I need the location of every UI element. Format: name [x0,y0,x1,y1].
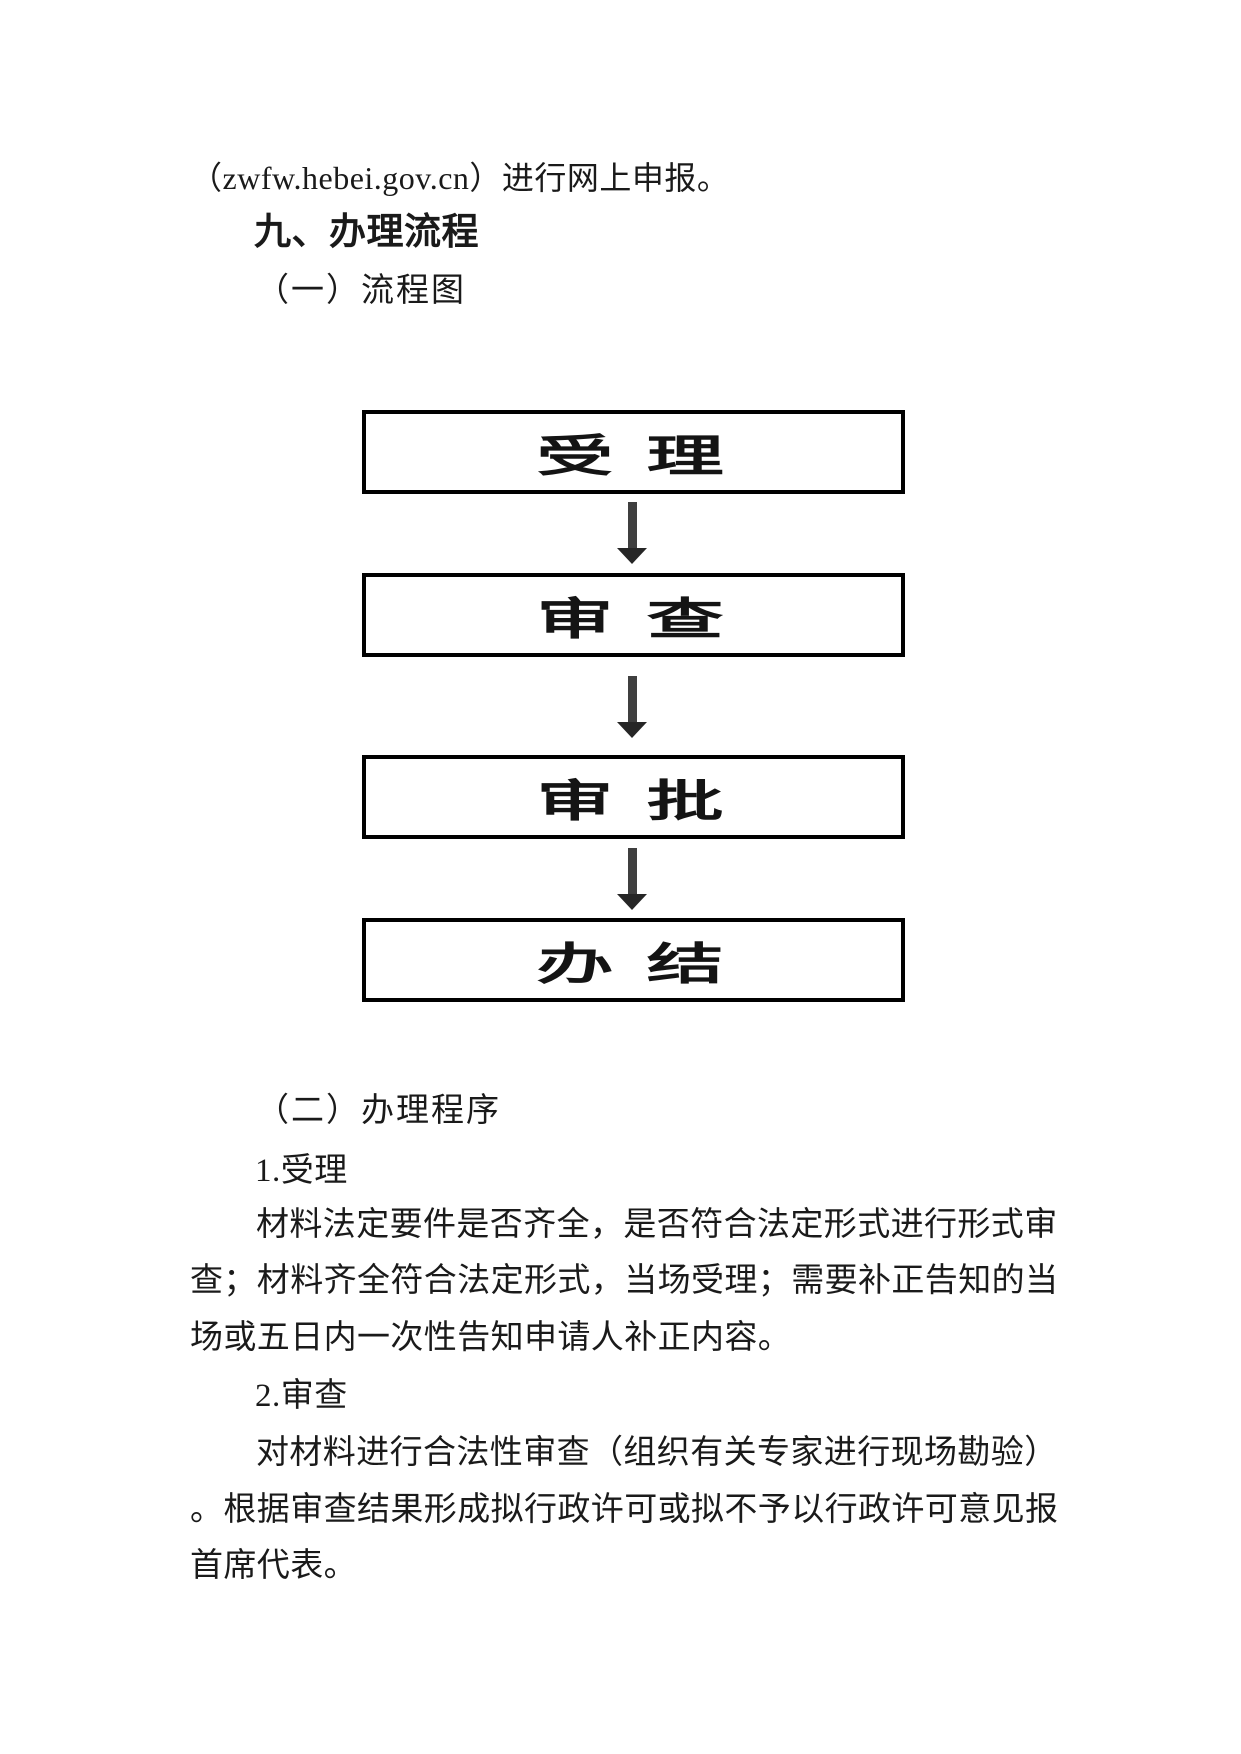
section-heading: 九、办理流程 [254,211,479,252]
arrow-head [617,894,647,910]
arrow-head [617,722,647,738]
procedure-step-heading-2: 2.审查 [255,1378,348,1414]
flow-step-label: 办 结 [536,940,731,989]
flow-step-box-complete: 办 结 [362,918,905,1002]
arrow-stem [627,676,637,722]
arrow-down-icon [617,676,647,738]
arrow-head [617,548,647,564]
procedure-line: 对材料进行合法性审查（组织有关专家进行现场勘验） [256,1435,1058,1471]
procedure-line: 查；材料齐全符合法定形式，当场受理；需要补正告知的当 [190,1263,1059,1299]
flow-step-box-review: 审 查 [362,573,905,657]
arrow-stem [627,848,637,894]
intro-line: （zwfw.hebei.gov.cn）进行网上申报。 [190,160,730,196]
subsection-heading-2: （二）办理程序 [256,1093,501,1129]
arrow-down-icon [617,848,647,910]
procedure-line: 。根据审查结果形成拟行政许可或拟不予以行政许可意见报 [190,1492,1059,1528]
procedure-line: 材料法定要件是否齐全，是否符合法定形式进行形式审 [256,1207,1058,1243]
procedure-line: 场或五日内一次性告知申请人补正内容。 [190,1320,792,1356]
flow-step-label: 审 批 [536,777,731,826]
arrow-down-icon [617,502,647,564]
flow-step-label: 受 理 [536,432,731,481]
procedure-step-heading-1: 1.受理 [255,1153,348,1189]
flow-step-label: 审 查 [536,595,731,644]
flow-step-box-accept: 受 理 [362,410,905,494]
procedure-line: 首席代表。 [190,1548,357,1584]
subsection-heading-1: （一）流程图 [256,273,466,309]
flow-step-box-approve: 审 批 [362,755,905,839]
arrow-stem [627,502,637,548]
